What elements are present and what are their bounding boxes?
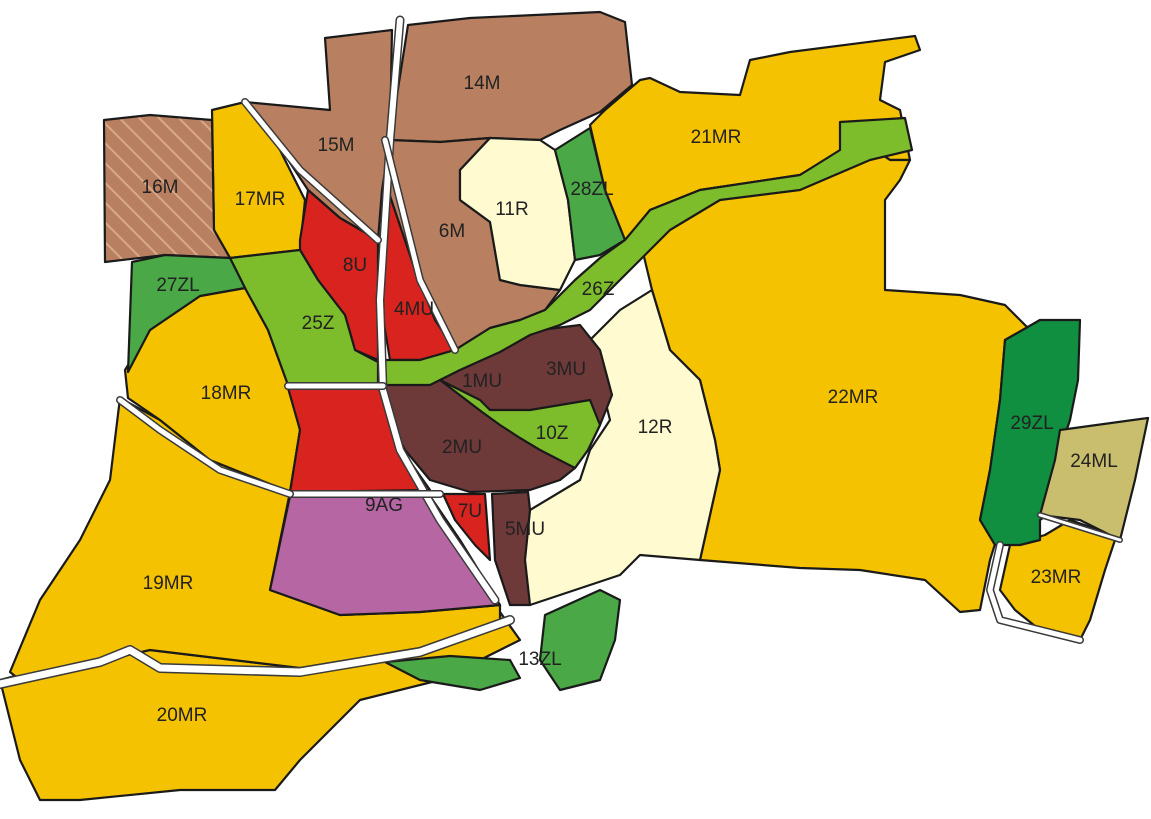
label-1mu: 1MU bbox=[462, 371, 502, 392]
zone-10z[interactable] bbox=[438, 378, 602, 470]
zone-7u[interactable] bbox=[441, 492, 492, 562]
label-22mr: 22MR bbox=[828, 387, 879, 408]
label-15m: 15M bbox=[318, 135, 355, 156]
label-14m: 14M bbox=[464, 73, 501, 94]
zone-labels: 14M 15M 16M 17MR 21MR 11R 28ZL 6M 8U 26Z… bbox=[142, 73, 1118, 726]
label-27zl: 27ZL bbox=[156, 275, 199, 296]
label-8u: 8U bbox=[343, 255, 367, 276]
zone-28zl[interactable] bbox=[553, 126, 627, 262]
label-12r: 12R bbox=[638, 417, 673, 438]
label-18mr: 18MR bbox=[201, 383, 252, 404]
zone-27zl[interactable] bbox=[126, 253, 247, 374]
label-23mr: 23MR bbox=[1031, 567, 1082, 588]
label-10z: 10Z bbox=[536, 423, 569, 444]
zone-15m[interactable] bbox=[243, 28, 394, 242]
zone-13zl-left[interactable] bbox=[383, 654, 522, 692]
label-29zl: 29ZL bbox=[1010, 413, 1053, 434]
label-11r: 11R bbox=[495, 199, 528, 220]
label-28zl: 28ZL bbox=[570, 179, 613, 200]
label-2mu: 2MU bbox=[442, 437, 482, 458]
road-network bbox=[0, 15, 1123, 689]
label-3mu: 3MU bbox=[546, 359, 586, 380]
label-16m: 16M bbox=[142, 177, 179, 198]
zone-13zl-right[interactable] bbox=[538, 588, 622, 692]
label-5mu: 5MU bbox=[505, 519, 545, 540]
label-13zl: 13ZL bbox=[518, 649, 561, 670]
zone-24ml[interactable] bbox=[1038, 416, 1150, 542]
label-9ag: 9AG bbox=[365, 495, 403, 516]
label-21mr: 21MR bbox=[691, 127, 742, 148]
label-25z: 25Z bbox=[302, 313, 335, 334]
label-19mr: 19MR bbox=[143, 573, 194, 594]
label-17mr: 17MR bbox=[235, 189, 286, 210]
zone-26z[interactable] bbox=[378, 116, 914, 387]
label-24ml: 24ML bbox=[1070, 451, 1118, 472]
label-6m: 6M bbox=[439, 221, 465, 242]
label-7u: 7U bbox=[458, 501, 482, 522]
label-4mu: 4MU bbox=[394, 299, 434, 320]
label-20mr: 20MR bbox=[157, 705, 208, 726]
zone-5mu[interactable] bbox=[490, 490, 532, 607]
zone-11r[interactable] bbox=[458, 136, 577, 292]
zone-16m[interactable] bbox=[102, 113, 232, 264]
label-26z: 26Z bbox=[582, 279, 615, 300]
